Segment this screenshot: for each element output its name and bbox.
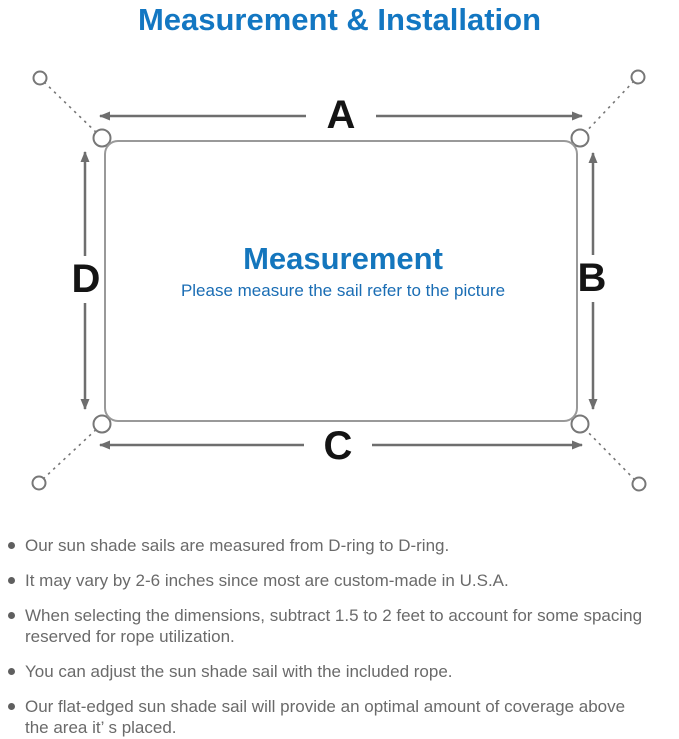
sail-measurement-diagram: A C D B Measurement Please measure the s…: [31, 69, 647, 492]
bullet-icon: [8, 703, 15, 710]
note-text: Our flat-edged sun shade sail will provi…: [25, 697, 626, 737]
d-ring-bottom-left-icon: [92, 414, 112, 434]
list-item: When selecting the dimensions, subtract …: [8, 605, 658, 647]
dimension-label-a: A: [327, 93, 356, 137]
bullet-icon: [8, 668, 15, 675]
anchor-ring-top-left-icon: [32, 70, 48, 86]
bullet-icon: [8, 577, 15, 584]
d-ring-top-right-icon: [570, 128, 590, 148]
rope-line-top-left: [43, 81, 102, 138]
dimension-label-d: D: [72, 257, 101, 301]
list-item: Our flat-edged sun shade sail will provi…: [8, 696, 658, 738]
d-ring-top-left-icon: [92, 128, 112, 148]
d-ring-bottom-right-icon: [570, 414, 590, 434]
note-text: Our sun shade sails are measured from D-…: [25, 536, 450, 555]
notes-list: Our sun shade sails are measured from D-…: [8, 535, 658, 739]
rope-line-bottom-right: [580, 424, 636, 481]
list-item: Our sun shade sails are measured from D-…: [8, 535, 658, 556]
dimension-label-c: C: [324, 424, 353, 468]
sail-outline: [104, 140, 578, 422]
note-text: It may vary by 2-6 inches since most are…: [25, 571, 509, 590]
page-title: Measurement & Installation: [137, 2, 542, 37]
diagram-subheading: Please measure the sail refer to the pic…: [181, 281, 505, 300]
anchor-ring-top-right-icon: [630, 69, 646, 85]
bullet-icon: [8, 542, 15, 549]
note-text: When selecting the dimensions, subtract …: [25, 606, 643, 646]
rope-line-bottom-left: [42, 424, 102, 480]
anchor-ring-bottom-left-icon: [31, 475, 47, 491]
bullet-icon: [8, 612, 15, 619]
list-item: You can adjust the sun shade sail with t…: [8, 661, 658, 682]
dimension-label-b: B: [578, 256, 607, 300]
note-text: You can adjust the sun shade sail with t…: [25, 662, 453, 681]
rope-line-top-right: [580, 80, 635, 138]
diagram-heading: Measurement: [243, 241, 443, 276]
list-item: It may vary by 2-6 inches since most are…: [8, 570, 658, 591]
anchor-ring-bottom-right-icon: [631, 476, 647, 492]
